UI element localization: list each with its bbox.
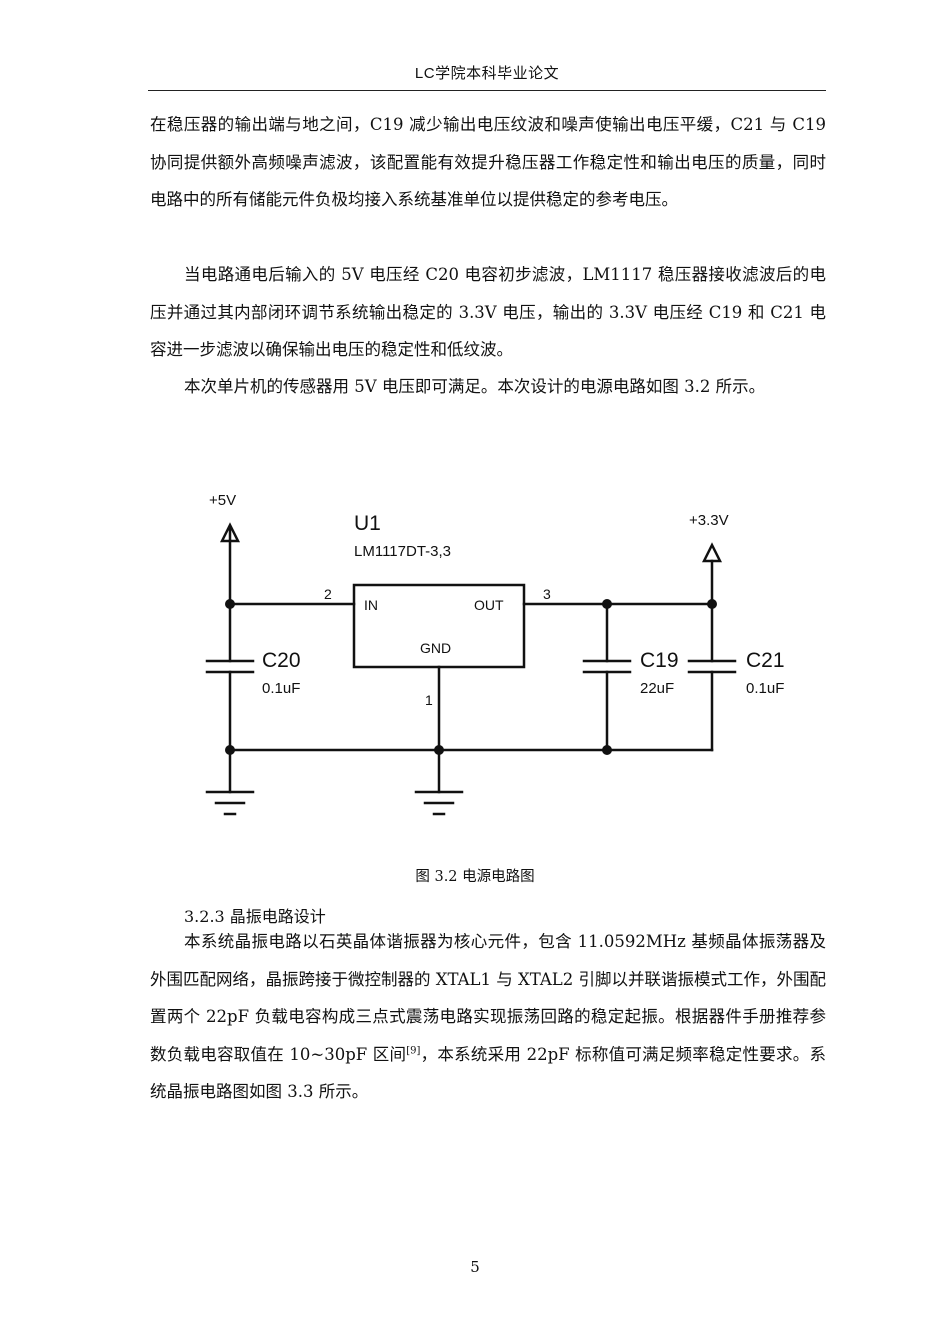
section-heading: 3.2.3 晶振电路设计: [184, 907, 326, 926]
paragraph-3: 本次单片机的传感器用 5V 电压即可满足。本次设计的电源电路如图 3.2 所示。: [184, 377, 766, 396]
page-number: 5: [470, 1258, 480, 1276]
paragraph-4: 本系统晶振电路以石英晶体谐振器为核心元件，包含 11.0592MHz 基频晶体振…: [150, 923, 826, 1111]
pin-out-label: OUT: [474, 597, 504, 613]
running-header: LC学院本科毕业论文: [414, 65, 560, 82]
citation-ref[interactable]: [9]: [406, 1045, 421, 1056]
junction-dot: [225, 599, 235, 609]
vin-arrow-symbol: [219, 522, 241, 543]
c21-value-label: 0.1uF: [746, 680, 784, 697]
ic-part-label: LM1117DT-3,3: [354, 543, 451, 560]
pin-in-label: IN: [364, 597, 378, 613]
junction-dot: [434, 745, 444, 755]
vout-label: +3.3V: [689, 512, 729, 529]
paragraph-2: 当电路通电后输入的 5V 电压经 C20 电容初步滤波，LM1117 稳压器接收…: [150, 265, 826, 359]
power-circuit-diagram: +5V +3.3V U1 LM1117DT-3,3 IN OUT GND 2 3…: [205, 492, 785, 816]
pin-in-number: 2: [324, 586, 332, 602]
junction-dot: [225, 745, 235, 755]
paragraph-4-text-b: ，本系统采用 22pF 标称值可满足频率稳定性要求。系统晶振电路图如图 3.3 …: [150, 1044, 826, 1102]
header-rule: [148, 90, 826, 91]
junction-dot: [707, 599, 717, 609]
paragraph-4-text-a: 本系统晶振电路以石英晶体谐振器为核心元件，包含 11.0592MHz 基频晶体振…: [150, 932, 826, 1064]
pin-gnd-label: GND: [420, 640, 451, 656]
c20-ref-label: C20: [262, 649, 301, 672]
ground-symbol-left: [205, 790, 255, 816]
vout-arrow-symbol: [701, 542, 723, 563]
vin-label: +5V: [209, 492, 236, 509]
figure-caption: 图 3.2 电源电路图: [415, 869, 535, 885]
ic-ref-label: U1: [354, 512, 381, 535]
junction-dot: [602, 599, 612, 609]
ground-symbol-mid: [414, 790, 464, 816]
junction-dot: [602, 745, 612, 755]
pin-out-number: 3: [543, 586, 551, 602]
paragraph-1: 在稳压器的输出端与地之间，C19 减少输出电压纹波和噪声使输出电压平缓，C21 …: [150, 115, 826, 209]
c19-value-label: 22uF: [640, 680, 674, 697]
c19-ref-label: C19: [640, 649, 679, 672]
pin-gnd-number: 1: [425, 692, 433, 708]
c20-value-label: 0.1uF: [262, 680, 300, 697]
c21-ref-label: C21: [746, 649, 785, 672]
